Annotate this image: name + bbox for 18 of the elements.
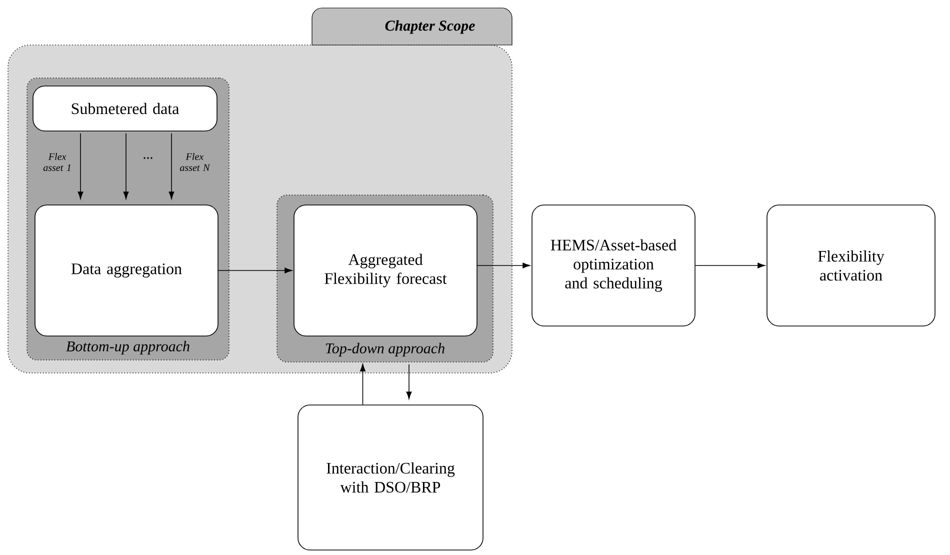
process-box: HEMS/Asset-based optimization and scheduling <box>532 204 696 326</box>
ellipsis-label: ... <box>144 157 152 159</box>
arrow <box>218 268 292 274</box>
arrow <box>477 262 530 268</box>
arrow <box>123 133 129 200</box>
edge-label: Flex asset N <box>180 152 210 172</box>
arrow <box>168 133 174 200</box>
arrow <box>695 262 766 268</box>
arrow <box>360 364 366 405</box>
process-box: Data aggregation <box>34 204 218 336</box>
process-box: Aggregated Flexibility forecast <box>294 204 478 336</box>
arrow <box>78 133 84 200</box>
process-box: Interaction/Clearing with DSO/BRP <box>298 404 484 550</box>
node-label: Chapter Scope <box>385 20 475 34</box>
process-box: Submetered data <box>32 86 218 132</box>
arrow <box>406 364 412 400</box>
edge-label: Flex asset 1 <box>43 152 70 172</box>
process-box: Flexibility activation <box>766 204 936 326</box>
